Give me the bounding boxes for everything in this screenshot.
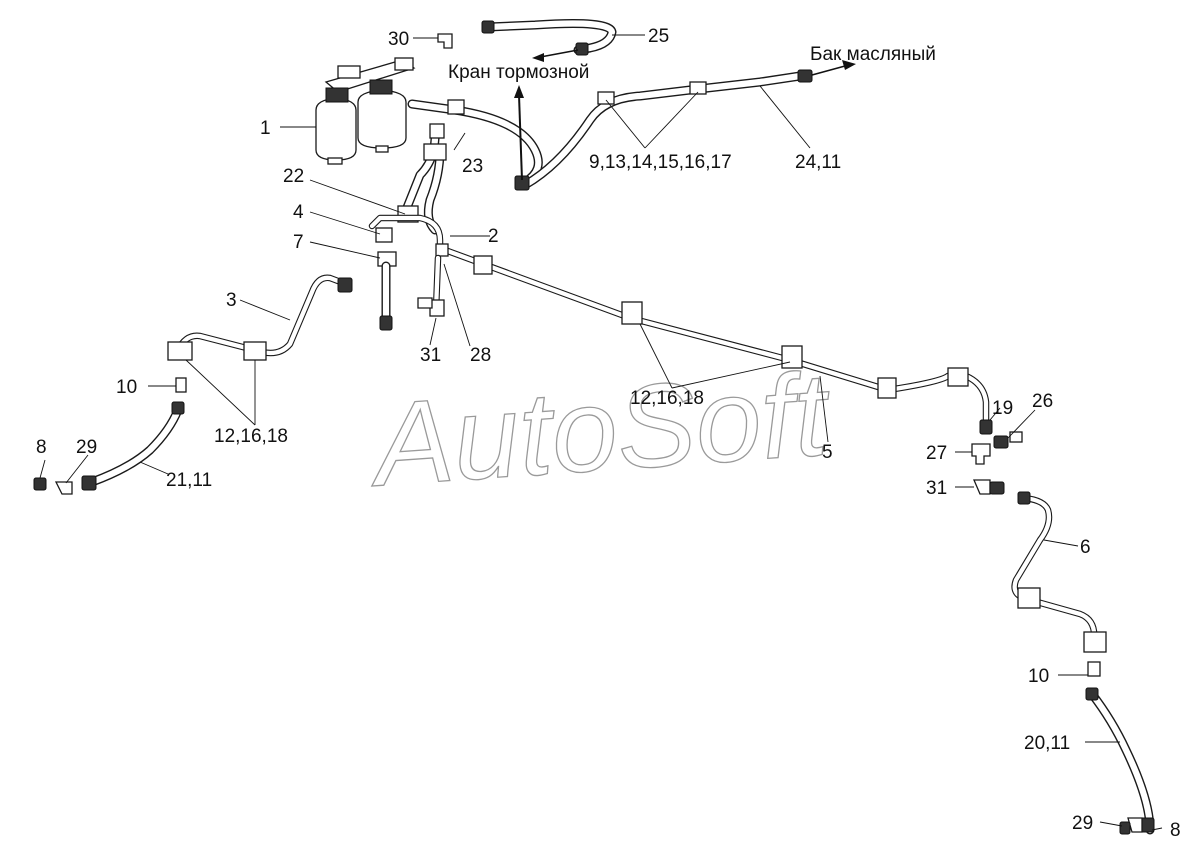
- pipe-4-2: [368, 214, 449, 331]
- callout-19: 19: [992, 398, 1013, 419]
- callout-2: 2: [488, 226, 499, 247]
- callout-12-16-18-left: 12,16,18: [214, 426, 288, 447]
- callout-10-right: 10: [1028, 666, 1049, 687]
- callout-1: 1: [260, 118, 271, 139]
- callout-25: 25: [648, 26, 669, 47]
- arrow-brake-valve: [514, 49, 579, 181]
- pipe-3: [167, 274, 353, 393]
- callout-6: 6: [1080, 537, 1091, 558]
- fitting-30: [437, 33, 453, 49]
- callout-4: 4: [293, 202, 304, 223]
- leader-lines: [39, 34, 1163, 831]
- callout-28: 28: [470, 345, 491, 366]
- callout-22: 22: [283, 166, 304, 187]
- hose-25: [481, 19, 617, 56]
- callout-9-group: 9,13,14,15,16,17: [589, 152, 732, 173]
- pipe-6: [1011, 491, 1107, 677]
- pipe-5: [441, 246, 990, 424]
- hose-23: [407, 99, 543, 187]
- callout-10-left: 10: [116, 377, 137, 398]
- watermark: AutoSoft: [364, 348, 835, 512]
- callout-8-left: 8: [36, 437, 47, 458]
- callout-8-right: 8: [1170, 820, 1181, 841]
- callout-7: 7: [293, 232, 304, 253]
- callout-5: 5: [822, 442, 833, 463]
- callout-12-16-18-mid: 12,16,18: [630, 388, 704, 409]
- callout-31-right: 31: [926, 478, 947, 499]
- callout-26: 26: [1032, 391, 1053, 412]
- callout-30: 30: [388, 29, 409, 50]
- callout-27: 27: [926, 443, 947, 464]
- callout-29-right: 29: [1072, 813, 1093, 834]
- fittings-19-27-26: [971, 419, 1023, 495]
- hose-24-11: [514, 69, 813, 191]
- filter-assembly: [315, 57, 416, 165]
- callout-20-11: 20,11: [1024, 733, 1070, 754]
- callout-29-left: 29: [76, 437, 97, 458]
- callout-23: 23: [462, 156, 483, 177]
- label-oil-tank: Бак масляный: [810, 44, 936, 65]
- callout-21-11: 21,11: [166, 470, 212, 491]
- callout-3: 3: [226, 290, 237, 311]
- callout-24-11: 24,11: [795, 152, 841, 173]
- hose-21-11: [33, 401, 185, 495]
- arrow-oil-tank: [811, 60, 856, 76]
- label-brake-valve: Кран тормозной: [448, 62, 589, 83]
- callout-31-left: 31: [420, 345, 441, 366]
- hose-20-11: [1085, 687, 1155, 835]
